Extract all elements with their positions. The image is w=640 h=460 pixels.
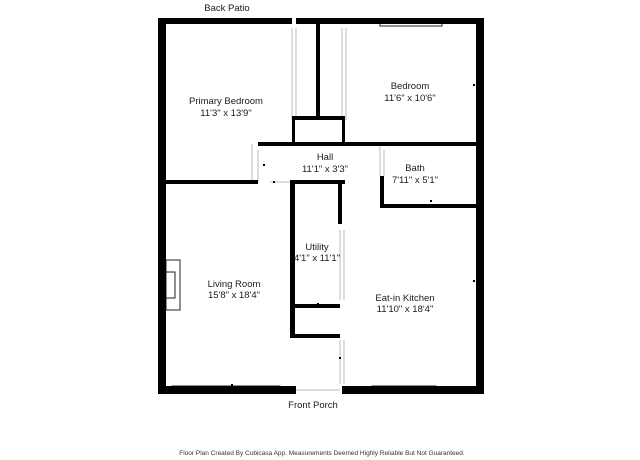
- footer-disclaimer: Floor Plan Created By Cubicasa App. Meas…: [179, 450, 465, 457]
- room-size-utility: 4'1" x 11'1": [294, 253, 340, 264]
- room-name-living-room: Living Room: [208, 279, 261, 290]
- room-size-bath: 7'11" x 5'1": [392, 175, 438, 186]
- room-name-hall: Hall: [317, 152, 333, 163]
- room-size-bedroom: 11'6" x 10'6": [384, 93, 435, 104]
- room-name-utility: Utility: [305, 242, 328, 253]
- room-size-primary-bedroom: 11'3" x 13'9": [200, 108, 251, 119]
- front-porch-label: Front Porch: [288, 400, 338, 411]
- room-name-bath: Bath: [405, 163, 425, 174]
- back-patio-label: Back Patio: [204, 3, 249, 14]
- openings: [165, 21, 385, 391]
- room-name-bedroom: Bedroom: [391, 81, 430, 92]
- room-name-primary-bedroom: Primary Bedroom: [189, 96, 263, 107]
- door-ticks: [210, 20, 475, 386]
- fireplace: [165, 259, 181, 311]
- walls: [158, 18, 484, 394]
- room-name-kitchen: Eat-in Kitchen: [375, 293, 434, 304]
- room-size-kitchen: 11'10" x 18'4": [377, 304, 434, 315]
- room-size-living-room: 15'8" x 18'4": [208, 290, 260, 301]
- room-size-hall: 11'1" x 3'3": [302, 164, 348, 175]
